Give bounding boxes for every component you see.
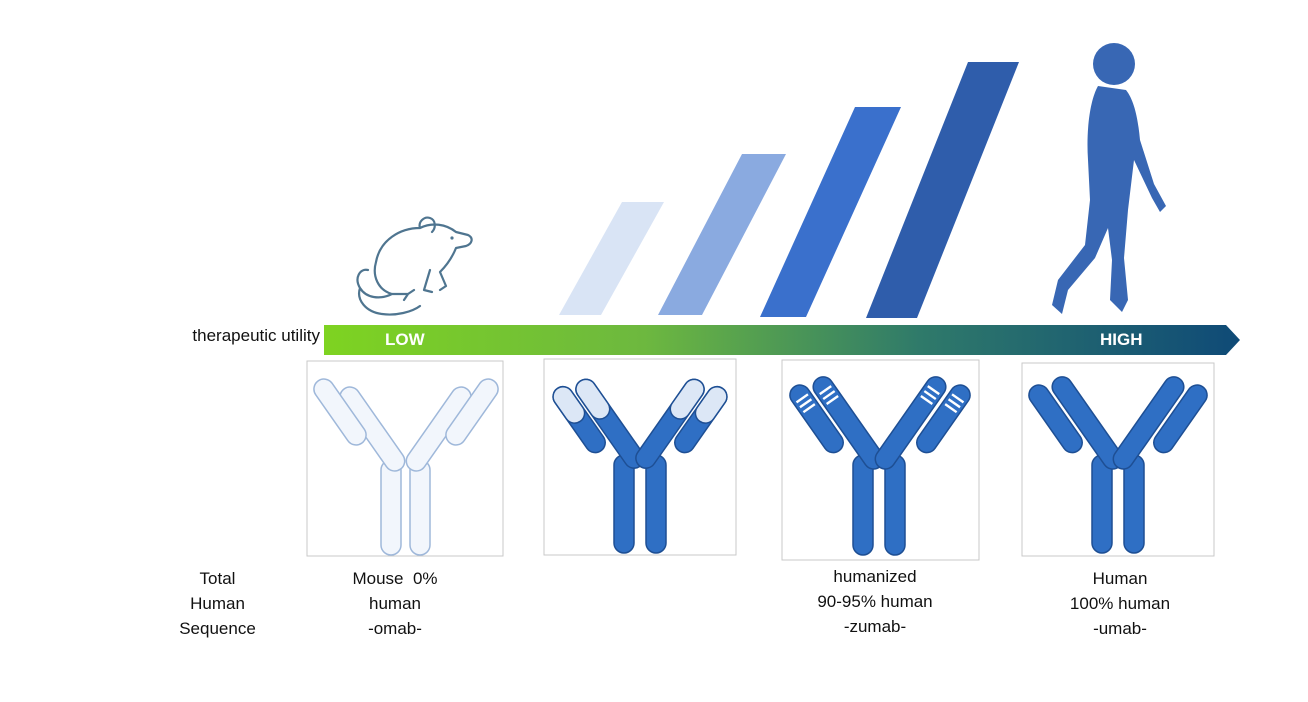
caption-humanized-line3: -zumab- [843, 617, 907, 636]
therapeutic-utility-scale [324, 325, 1240, 355]
human-antibody-icon [1028, 376, 1208, 554]
caption-mouse-line2: human [369, 594, 421, 613]
caption-humanized-line2: 90-95% human [817, 592, 933, 611]
caption-mouse-line1: Mouse 0% [352, 569, 438, 588]
scale-low-label: LOW [385, 330, 425, 349]
caption-humanized-line1: humanized [833, 567, 917, 586]
caption-human-line2: 100% human [1069, 594, 1171, 613]
mouse-icon [356, 216, 473, 316]
scale-high-label: HIGH [1100, 330, 1143, 349]
caption-human: Human 100% human -umab- [1035, 566, 1205, 641]
row-label-total-human-sequence: Total Human Sequence [160, 566, 275, 641]
progress-bar-3 [760, 107, 901, 317]
therapeutic-utility-label: therapeutic utility [192, 326, 320, 345]
row-label-line1: Total [199, 569, 236, 588]
caption-human-line3: -umab- [1093, 619, 1147, 638]
progress-bar-1 [559, 202, 664, 315]
mouse-antibody-icon [313, 378, 499, 556]
chimeric-antibody-icon [552, 378, 728, 554]
caption-human-line1: Human [1092, 569, 1148, 588]
progress-bar-2 [658, 154, 786, 315]
caption-mouse: Mouse 0% human -omab- [320, 566, 470, 641]
caption-humanized: humanized 90-95% human -zumab- [790, 564, 960, 639]
human-silhouette-icon [1052, 43, 1166, 314]
row-label-line3: Sequence [179, 619, 256, 638]
row-label-line2: Human [190, 594, 245, 613]
humanized-antibody-icon [789, 376, 971, 556]
caption-mouse-line3: -omab- [368, 619, 422, 638]
progress-bar-4 [866, 62, 1019, 318]
